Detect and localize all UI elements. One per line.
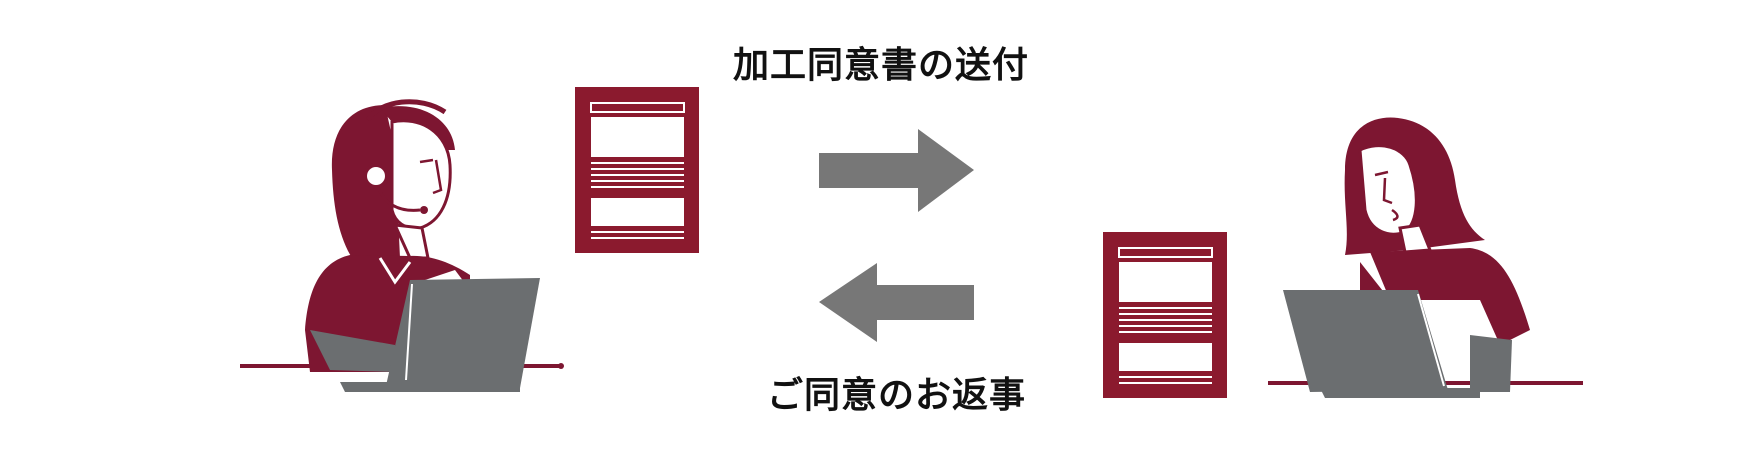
arrow-right-icon [819,129,974,212]
operator-with-headset-icon [240,99,564,372]
arrow-left-icon [819,263,974,342]
customer-woman-icon [1268,117,1583,392]
laptop-icon [340,278,540,392]
document-icon [575,87,699,253]
document-icon [1103,232,1227,398]
laptop-icon [1283,290,1480,398]
send-consent-label: 加工同意書の送付 [733,45,1030,86]
consent-reply-label: ご同意のお返事 [767,375,1027,416]
